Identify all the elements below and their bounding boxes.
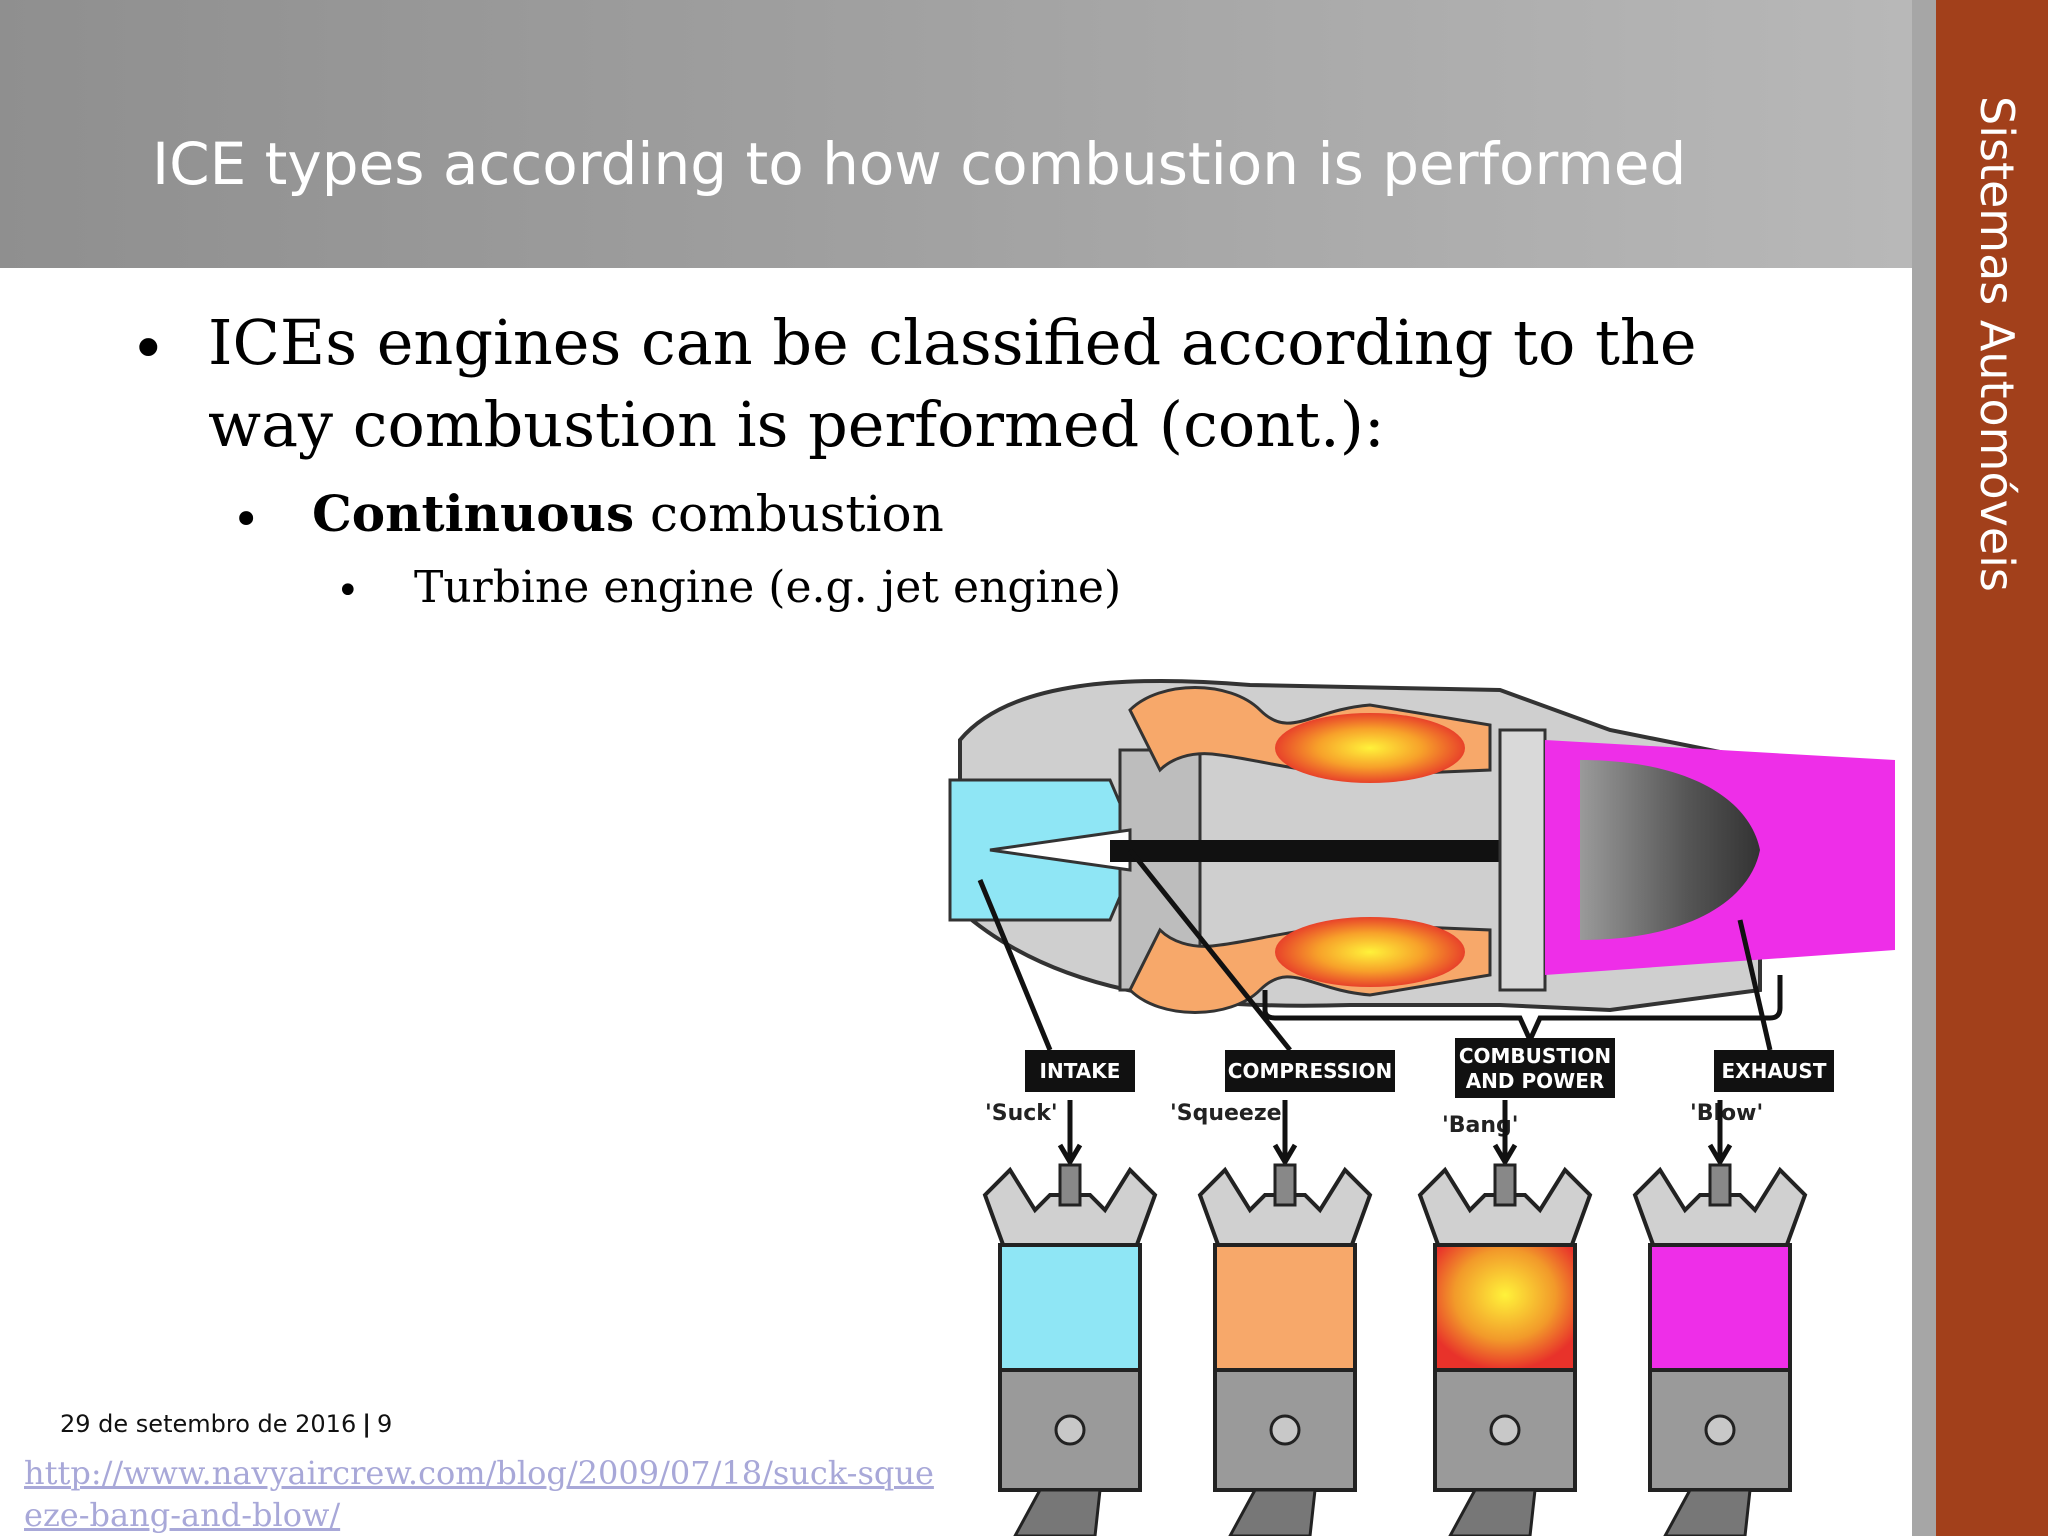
stage-label-exhaust: EXHAUST: [1722, 1059, 1827, 1083]
stage-label-compression-box: [1225, 1050, 1395, 1092]
side-banner-label: Sistemas Automóveis: [1970, 96, 2024, 592]
source-link[interactable]: http://www.navyaircrew.com/blog/2009/07/…: [24, 1454, 934, 1534]
cylinder-intake: [982, 1100, 1158, 1536]
connecting-rod: [1448, 1488, 1537, 1536]
page-number: 9: [376, 1410, 393, 1438]
stage-label-compression: COMPRESSION: [1228, 1059, 1392, 1083]
bullet-marker: •: [130, 312, 167, 385]
cylinder-chamber: [998, 1243, 1142, 1372]
spark-plug: [1273, 1163, 1297, 1207]
bullet-marker: •: [232, 492, 261, 548]
cylinder-chamber: [1648, 1243, 1792, 1372]
bullet-sub-bold: Continuous: [312, 484, 635, 543]
footer-date-text: 29 de setembro de 2016: [60, 1410, 357, 1438]
jet-engine-diagram: INTAKE COMPRESSION COMBUSTION AND POWER …: [948, 678, 1895, 1536]
spark-plug: [1708, 1163, 1732, 1207]
piston: [998, 1368, 1142, 1492]
cylinder-exhaust: [1632, 1100, 1808, 1536]
title-header-bar: [0, 0, 1912, 268]
stage-label-intake: INTAKE: [1040, 1059, 1121, 1083]
shaft: [1110, 840, 1590, 862]
flame-top: [1275, 713, 1465, 783]
stage-nickname-squeeze: 'Squeeze': [1170, 1101, 1288, 1126]
stage-label-combustion-line1: COMBUSTION: [1459, 1044, 1611, 1068]
connecting-rod: [1013, 1488, 1102, 1536]
bullet-sub-text: Continuous combustion: [312, 484, 944, 543]
stage-arrow: [1057, 1100, 1083, 1167]
bullet-marker: •: [336, 568, 360, 614]
piston-cylinders: [982, 1100, 1808, 1536]
stage-nickname-blow: 'Blow': [1690, 1101, 1763, 1126]
stage-label-combustion-line2: AND POWER: [1466, 1069, 1605, 1093]
wrist-pin: [1269, 1414, 1301, 1446]
exhaust-cone: [1580, 760, 1760, 940]
wrist-pin: [1489, 1414, 1521, 1446]
turbine: [1498, 728, 1547, 992]
connecting-rod: [1663, 1488, 1752, 1536]
bullet-main-text: ICEs engines can be classified according…: [208, 306, 1697, 461]
stage-label-combustion-box: [1455, 1038, 1615, 1098]
footer-separator: |: [362, 1410, 371, 1438]
wrist-pin: [1704, 1414, 1736, 1446]
bullet-sub-rest: combustion: [634, 485, 944, 543]
flame-bottom: [1275, 917, 1465, 987]
stage-label-exhaust-box: [1714, 1050, 1834, 1092]
stage-arrow: [1272, 1100, 1298, 1167]
cylinder-combustion: [1417, 1100, 1593, 1536]
cylinder-chamber: [1433, 1243, 1577, 1372]
cylinder-compression: [1197, 1100, 1373, 1536]
cylinder-chamber: [1213, 1243, 1357, 1372]
spark-plug: [1058, 1163, 1082, 1207]
wrist-pin: [1054, 1414, 1086, 1446]
slide-title: ICE types according to how combustion is…: [152, 130, 1687, 198]
bullet-sub-sub-text: Turbine engine (e.g. jet engine): [414, 562, 1122, 613]
stage-arrow: [1492, 1100, 1518, 1167]
stage-nickname-suck: 'Suck': [985, 1101, 1058, 1126]
stage-label-intake-box: [1025, 1050, 1135, 1092]
side-banner: [1936, 0, 2048, 1536]
spark-plug: [1493, 1163, 1517, 1207]
footer-date: 29 de setembro de 2016|9: [60, 1410, 392, 1438]
side-divider: [1912, 0, 1936, 1536]
stage-arrow: [1707, 1100, 1733, 1167]
connecting-rod: [1228, 1488, 1317, 1536]
